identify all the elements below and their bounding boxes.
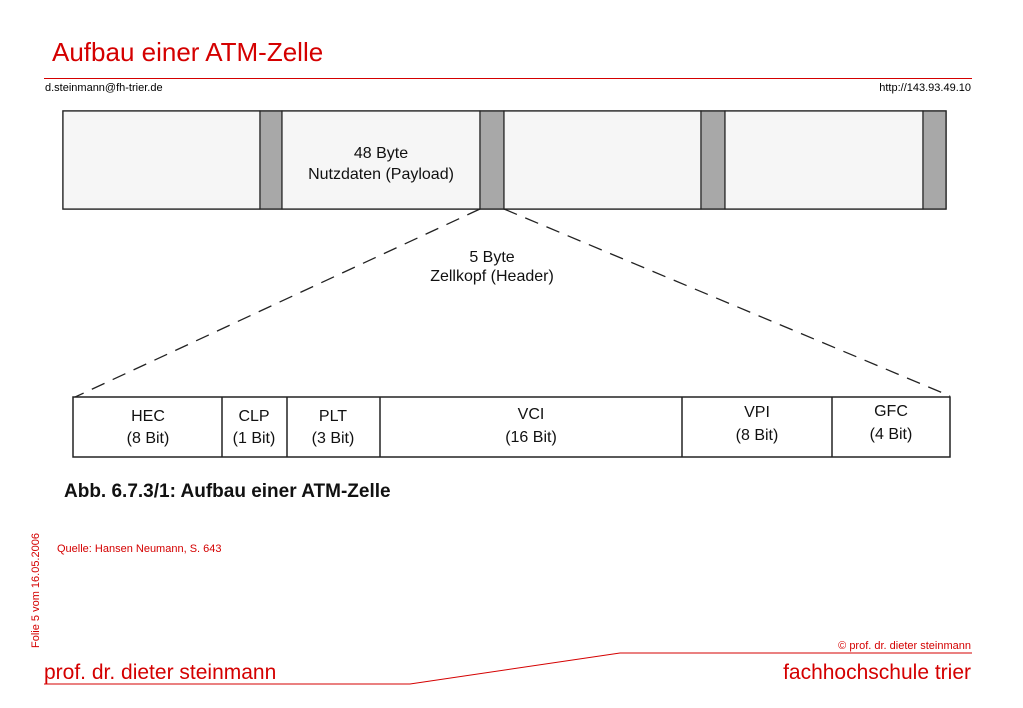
cell-segment-1 [62, 110, 261, 210]
cell-strip [62, 110, 947, 210]
field-hec-size: (8 Bit) [127, 430, 170, 447]
field-gfc-name: GFC [874, 403, 908, 420]
slide-title: Aufbau einer ATM-Zelle [52, 37, 324, 67]
field-vci-name: VCI [518, 406, 545, 423]
source-note: Quelle: Hansen Neumann, S. 643 [57, 543, 222, 555]
projection-line-right [503, 208, 951, 397]
header-block-4 [922, 110, 947, 210]
payload-name-label: Nutzdaten (Payload) [308, 166, 454, 183]
field-plt-size: (3 Bit) [312, 430, 355, 447]
header-rule [44, 78, 972, 79]
cell-segment-4 [724, 110, 924, 210]
header-name-label: Zellkopf (Header) [430, 268, 554, 285]
field-plt-name: PLT [319, 408, 347, 425]
projection-line-left [72, 208, 481, 399]
footer-institution: fachhochschule trier [783, 661, 971, 684]
field-hec-name: HEC [131, 408, 165, 425]
author-email: d.steinmann@fh-trier.de [45, 82, 163, 94]
footer-rule-line [44, 652, 972, 685]
field-row-frame [72, 396, 951, 458]
server-url: http://143.93.49.10 [879, 82, 971, 94]
field-gfc-size: (4 Bit) [870, 426, 913, 443]
header-field-row: HEC (8 Bit) CLP (1 Bit) PLT (3 Bit) VCI … [72, 396, 951, 458]
field-vci-size: (16 Bit) [505, 429, 557, 446]
header-size-label: 5 Byte [469, 249, 514, 266]
figure-caption: Abb. 6.7.3/1: Aufbau einer ATM-Zelle [64, 481, 391, 502]
field-vpi-size: (8 Bit) [736, 427, 779, 444]
field-vpi-name: VPI [744, 404, 770, 421]
payload-size-label: 48 Byte [354, 145, 408, 162]
footer-author: prof. dr. dieter steinmann [44, 661, 277, 684]
field-clp-name: CLP [238, 408, 269, 425]
field-clp-size: (1 Bit) [233, 430, 276, 447]
footer-copyright: © prof. dr. dieter steinmann [838, 640, 971, 652]
